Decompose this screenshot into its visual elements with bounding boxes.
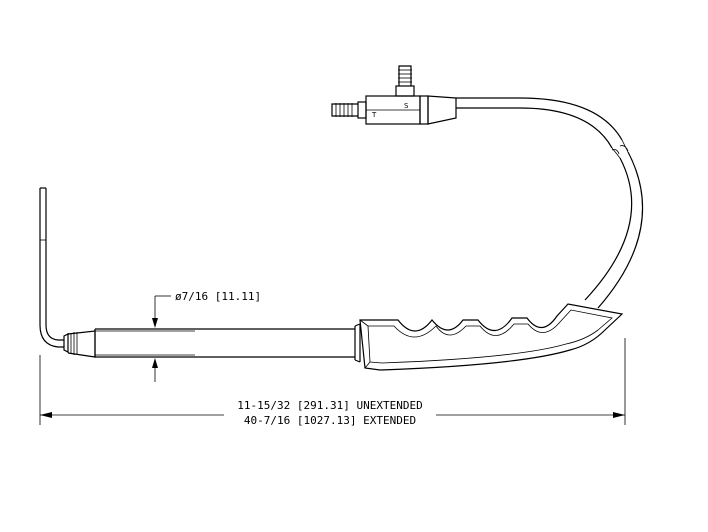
length-dimension: 11-15/32 [291.31] UNEXTENDED 40-7/16 [10… (39, 338, 626, 427)
probe-shaft (94, 323, 361, 363)
diameter-dimension: ø7/16 [11.11] (152, 290, 261, 382)
diameter-label: ø7/16 [11.11] (175, 290, 261, 303)
length-unextended-label: 11-15/32 [291.31] UNEXTENDED (237, 399, 422, 412)
length-extended-label: 40-7/16 [1027.13] EXTENDED (244, 414, 416, 427)
fitting-letter-side: S (404, 102, 409, 110)
probe-ferrule (63, 330, 96, 358)
fitting-letter-end: T (371, 111, 377, 119)
probe-hose (456, 97, 644, 309)
probe-tip (39, 187, 64, 348)
probe-handle (359, 303, 624, 371)
hose-fitting: S T (331, 65, 457, 125)
